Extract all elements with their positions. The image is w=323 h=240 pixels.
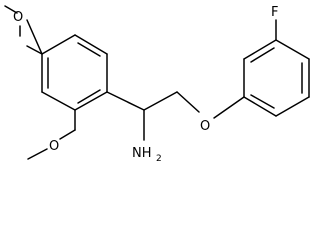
atom-label-ether-oxygen: O [200, 119, 210, 134]
chain-bond [176, 91, 200, 113]
dimethoxyphenyl-ring [41, 34, 108, 111]
ring-bond [41, 91, 76, 111]
atom-label-fluorine: F [271, 5, 278, 20]
chain-bond [143, 91, 178, 111]
methyl-bond [4, 5, 18, 14]
fluorophenyl-ring [243, 39, 310, 117]
atom-label-amine: NH [132, 146, 152, 161]
methoxy-bond [59, 129, 76, 140]
ring-bond [243, 39, 277, 60]
methyl-bond [27, 148, 48, 160]
ring-double-bond [77, 42, 101, 57]
methoxy-bond [26, 45, 43, 55]
ring-bond [275, 96, 310, 117]
ring-bond [275, 39, 310, 60]
ring-double-bond [77, 89, 101, 104]
chain-bond [106, 91, 145, 111]
methoxy-bond [26, 19, 43, 55]
ring-bond [74, 91, 108, 111]
ring-bond [243, 96, 277, 117]
atom-label-oxygen: O [13, 10, 23, 25]
ring-double-bond [250, 47, 275, 63]
molecule-structure-diagram: O O NH 2 O F [4, 5, 310, 164]
atom-label-amine-subscript: 2 [156, 154, 162, 164]
ring-bond [41, 34, 76, 55]
ring-double-bond [250, 94, 275, 109]
ether-bond [213, 96, 245, 119]
ring-bond [74, 34, 108, 55]
atom-label-oxygen: O [49, 139, 59, 154]
